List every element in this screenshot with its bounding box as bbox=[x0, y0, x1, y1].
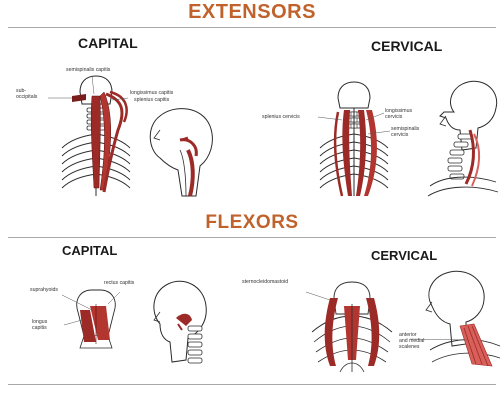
flexors-cervical-front-figure bbox=[312, 282, 392, 372]
flexors-cervical-side-figure bbox=[426, 271, 500, 366]
label-longus-capitis-line2: capitis bbox=[32, 325, 47, 331]
flexors-capital-heading: CAPITAL bbox=[62, 243, 117, 258]
label-splenius-capitis: splenius capitis bbox=[134, 97, 169, 103]
extensors-title: EXTENSORS bbox=[0, 1, 504, 24]
flexors-divider bbox=[8, 237, 496, 238]
label-longissimus-cervicis-line2: cervicis bbox=[385, 114, 402, 120]
flexors-capital-side-figure bbox=[154, 281, 206, 363]
label-semispinalis-capitis: semispinalis capitis bbox=[66, 67, 110, 73]
extensors-cervical-back-figure bbox=[320, 82, 388, 196]
flexors-capital-front-figure bbox=[77, 290, 115, 348]
extensors-divider bbox=[8, 27, 496, 28]
label-longissimus-capitis: longissimus capitis bbox=[130, 90, 173, 96]
extensors-capital-back-figure bbox=[62, 76, 130, 196]
label-rectus-capitis: rectus capitis bbox=[104, 280, 134, 286]
label-semispinalis-cervicis-line2: cervicis bbox=[391, 132, 408, 138]
flexors-cervical-heading: CERVICAL bbox=[371, 248, 437, 263]
extensors-cervical-side-figure bbox=[428, 81, 498, 196]
bottom-divider bbox=[8, 384, 496, 385]
splenius-cervicis-muscle bbox=[342, 110, 352, 196]
longissimus-cervicis-muscle bbox=[356, 110, 366, 196]
extensors-cervical-heading: CERVICAL bbox=[371, 38, 442, 54]
semispinalis-cervicis-muscle bbox=[364, 110, 377, 196]
label-suboccipitals-line2: occipitals bbox=[16, 94, 37, 100]
extensors-capital-heading: CAPITAL bbox=[78, 35, 138, 51]
label-scalenes-line3: scalenes bbox=[399, 344, 419, 350]
label-splenius-cervicis: splenius cervicis bbox=[262, 114, 300, 120]
extensors-capital-side-figure bbox=[150, 109, 212, 196]
label-sternocleidomastoid: sternocleidomastoid bbox=[242, 279, 288, 285]
label-suprahyoids: suprahyoids bbox=[30, 287, 58, 293]
flexors-title: FLEXORS bbox=[0, 212, 504, 234]
